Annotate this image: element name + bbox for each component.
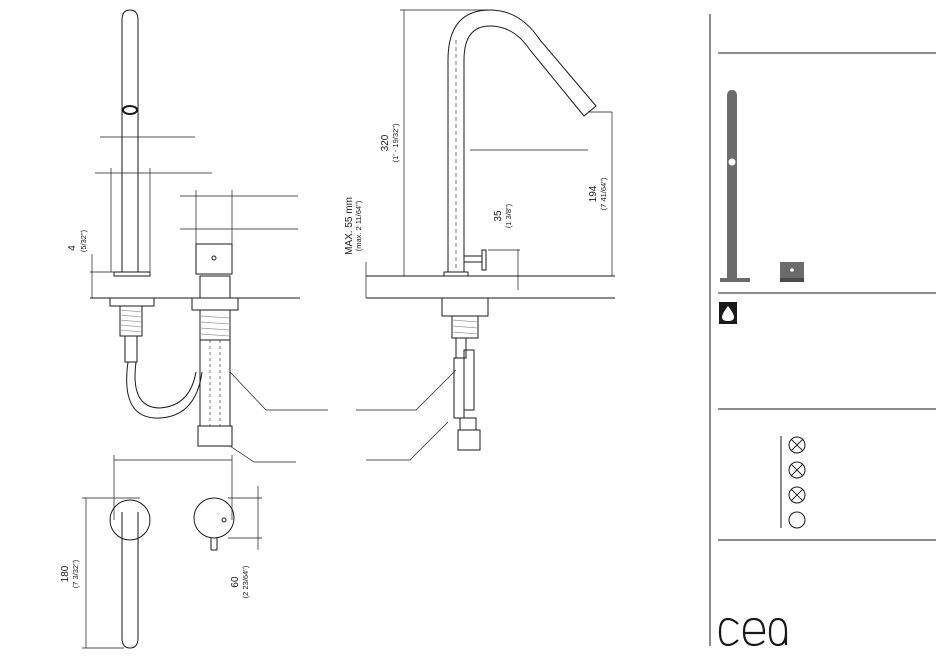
handle-length-value: 180	[60, 565, 71, 582]
knob-top	[194, 498, 234, 538]
gooseneck-spout	[448, 10, 596, 272]
water-drop-icon	[719, 302, 737, 324]
side-view	[356, 10, 615, 460]
mixer-body	[196, 244, 232, 274]
circle-icon	[789, 512, 805, 528]
crossed-circle-icon	[789, 437, 805, 453]
spout-base	[114, 272, 150, 276]
front-view	[90, 10, 328, 462]
cartridge-offset-imperial: (5/32")	[79, 229, 88, 252]
knob-diameter-value: 60	[230, 576, 241, 588]
spout-flange	[110, 298, 154, 306]
handle-top	[122, 512, 138, 648]
knob-height-imperial: (1 3/8")	[504, 203, 513, 228]
cea-logo	[720, 619, 786, 645]
spout-outlet-value: 194	[588, 185, 599, 202]
spout-pipe	[122, 10, 138, 272]
mixer-collar	[200, 276, 230, 298]
knob-diameter-imperial: (2 23/64")	[241, 565, 250, 598]
crossed-circle-icon	[789, 462, 805, 478]
spout-outlet-imperial: (7 41/64")	[599, 177, 608, 210]
product-pictogram	[720, 90, 804, 282]
supply-hoses	[200, 340, 230, 426]
top-view	[82, 455, 262, 648]
max-mount-imperial: (max. 2 11/64")	[354, 200, 363, 251]
spout-height-value: 320	[380, 134, 391, 151]
info-panel	[710, 14, 936, 646]
spout-top	[110, 500, 150, 540]
knob-height-value: 35	[493, 210, 504, 222]
spout-height-imperial: (1' - 19/32")	[391, 123, 400, 162]
mixer-dot	[212, 256, 216, 260]
hose-fittings	[198, 426, 232, 446]
crossed-circle-icon	[789, 487, 805, 503]
mixer-flange	[192, 298, 238, 310]
side-knob	[482, 250, 486, 270]
handle-length-imperial: (7 3/32")	[71, 559, 80, 588]
cartridge-offset-value: 4	[67, 245, 78, 251]
spout-joint	[123, 106, 137, 114]
